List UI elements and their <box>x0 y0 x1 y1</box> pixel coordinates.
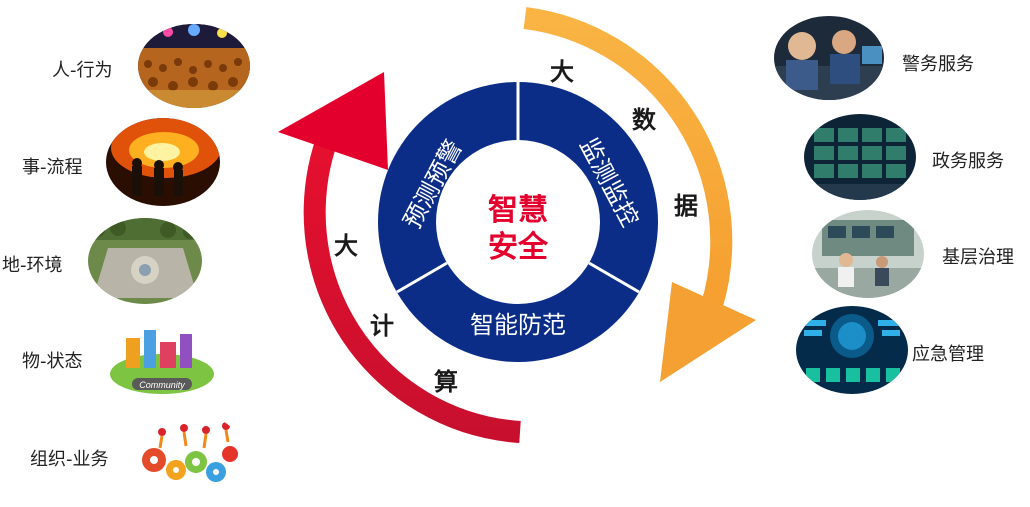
big-data-char-2: 数 <box>632 106 657 134</box>
plaza-aerial-photo-icon <box>88 218 202 304</box>
svg-text:Community: Community <box>139 380 185 390</box>
big-data-char-3: 据 <box>674 192 698 220</box>
segment-label-prevent: 智能防范 <box>470 311 566 339</box>
right-label-grassroots: 基层治理 <box>942 243 1014 269</box>
left-label-event: 事-流程 <box>22 153 83 179</box>
big-compute-char-1: 大 <box>334 232 358 260</box>
big-compute-char-2: 计 <box>370 312 394 340</box>
left-label-people: 人-行为 <box>52 56 113 82</box>
center-title-line1: 智慧 <box>488 193 548 228</box>
crowd-photo-icon <box>138 24 250 108</box>
big-data-char-1: 大 <box>550 58 574 86</box>
left-label-org: 组织-业务 <box>30 445 109 471</box>
control-room-photo-icon <box>812 210 924 298</box>
left-label-object: 物-状态 <box>22 347 83 373</box>
left-label-place: 地-环境 <box>2 251 63 277</box>
center-title-line2: 安全 <box>488 230 549 265</box>
emergency-dashboard-photo-icon <box>796 306 908 394</box>
community-model-photo-icon: Community <box>104 312 220 402</box>
right-label-police: 警务服务 <box>902 50 974 76</box>
video-wall-photo-icon <box>804 114 916 200</box>
gears-people-icon <box>132 412 244 496</box>
big-compute-char-3: 算 <box>434 368 458 396</box>
right-label-gov: 政务服务 <box>932 147 1004 173</box>
police-console-photo-icon <box>774 16 884 100</box>
firefighters-photo-icon <box>106 118 220 206</box>
right-label-emergency: 应急管理 <box>912 340 984 366</box>
